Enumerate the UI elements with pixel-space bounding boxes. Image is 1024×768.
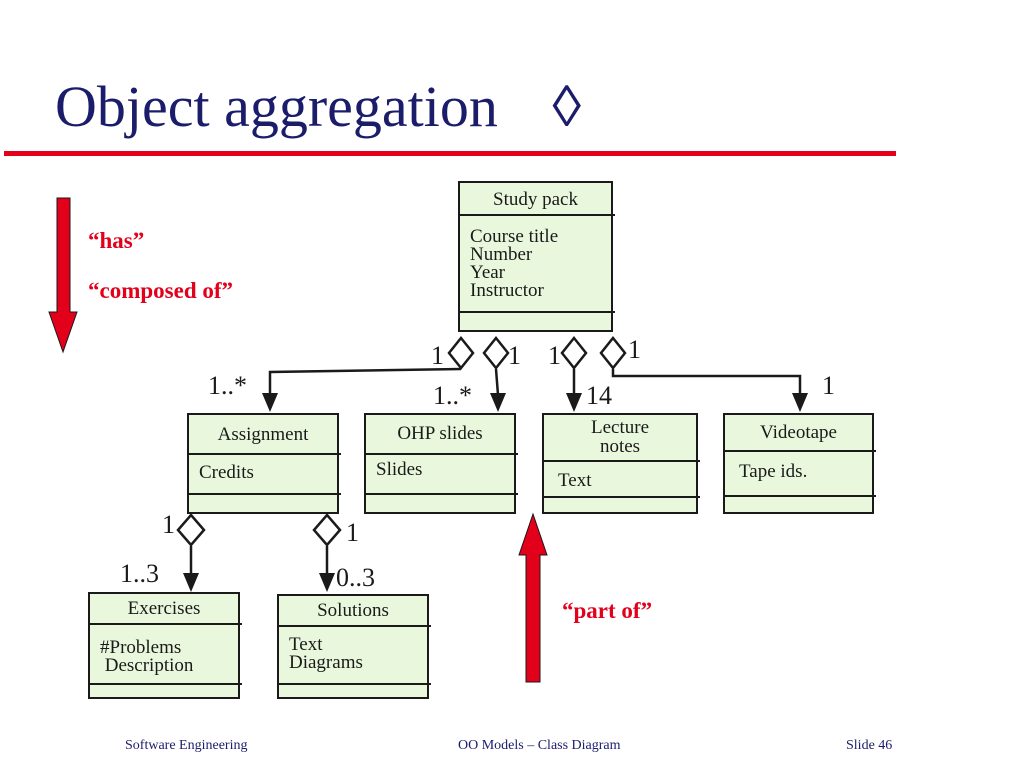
class-attributes: Slides (376, 459, 423, 480)
slide-title-text: Object aggregation (55, 74, 498, 139)
class-name: Solutions (317, 600, 389, 621)
class-divider (458, 311, 615, 313)
class-divider (542, 460, 700, 462)
diamond-ohp-icon (482, 335, 510, 371)
class-exercises: Exercises #Problems Description (88, 592, 242, 699)
class-name: OHP slides (397, 423, 483, 444)
class-divider (542, 496, 700, 498)
class-solutions: Solutions Text Diagrams (277, 594, 431, 699)
class-videotape: Videotape Tape ids. (723, 413, 876, 514)
note-has: “has” (88, 228, 145, 253)
footer-slide-number: Slide 46 (846, 738, 893, 753)
multiplicity-label: 1..* (433, 381, 472, 410)
class-ohp-slides: OHP slides Slides (364, 413, 518, 514)
footer-center: OO Models – Class Diagram (458, 738, 621, 753)
class-attributes: Course title Number Year Instructor (470, 226, 559, 301)
class-lecture-notes: Lecture notes Text (542, 413, 700, 514)
class-divider (88, 683, 242, 685)
class-name: Videotape (760, 422, 837, 443)
multiplicity-label: 1..* (208, 371, 247, 400)
note-part-of: “part of” (562, 598, 653, 623)
up-arrow-icon (518, 512, 548, 683)
link-studypack-videotape (611, 369, 802, 395)
multiplicity-label: 1 (508, 341, 521, 370)
multiplicity-label: 1 (628, 335, 641, 364)
class-study-pack: Study pack Course title Number Year Inst… (458, 181, 615, 332)
class-divider (277, 625, 431, 627)
diamond-exercises-icon (176, 513, 206, 547)
diamond-videotape-icon (599, 335, 627, 371)
link-studypack-ohp (494, 368, 500, 396)
note-composed-of: “composed of” (88, 278, 234, 303)
class-name: Assignment (217, 424, 309, 445)
class-divider (187, 453, 341, 455)
multiplicity-label: 1 (346, 518, 359, 547)
arrowhead-lecture-icon (566, 393, 582, 412)
class-attributes: Credits (199, 462, 254, 483)
arrowhead-assignment-icon (262, 393, 278, 412)
multiplicity-label: 1..3 (120, 559, 159, 588)
multiplicity-label: 1 (822, 371, 835, 400)
class-divider (723, 495, 876, 497)
class-divider (364, 493, 518, 495)
class-name: Exercises (127, 598, 201, 619)
class-attributes: Text (558, 470, 592, 491)
multiplicity-label: 1 (431, 341, 444, 370)
class-divider (458, 214, 615, 216)
title-underline (4, 151, 896, 156)
diamond-lecture-icon (560, 335, 588, 371)
class-divider (364, 453, 518, 455)
class-name: Study pack (493, 189, 578, 210)
multiplicity-label: 1 (548, 341, 561, 370)
down-arrow-icon (48, 197, 78, 354)
arrowhead-exercises-icon (183, 573, 199, 592)
class-attributes: Text Diagrams (289, 634, 363, 673)
arrowhead-ohp-icon (490, 393, 506, 412)
multiplicity-label: 0..3 (336, 563, 375, 592)
multiplicity-label: 14 (586, 381, 612, 410)
class-name: Lecture notes (590, 417, 649, 457)
arrowhead-videotape-icon (792, 393, 808, 412)
diamond-solutions-icon (312, 513, 342, 547)
class-attributes: Tape ids. (739, 461, 808, 482)
class-divider (723, 450, 876, 452)
diamond-assignment-icon (447, 335, 475, 371)
slide-title: Object aggregation ◊ (55, 78, 581, 136)
link-studypack-assignment (268, 367, 462, 395)
class-divider (277, 683, 431, 685)
class-attributes: #Problems Description (100, 637, 194, 676)
aggregation-diamond-icon: ◊ (552, 74, 582, 139)
arrowhead-solutions-icon (319, 573, 335, 592)
class-divider (187, 493, 341, 495)
footer-left: Software Engineering (125, 738, 248, 753)
class-divider (88, 623, 242, 625)
multiplicity-label: 1 (162, 510, 175, 539)
class-assignment: Assignment Credits (187, 413, 341, 514)
